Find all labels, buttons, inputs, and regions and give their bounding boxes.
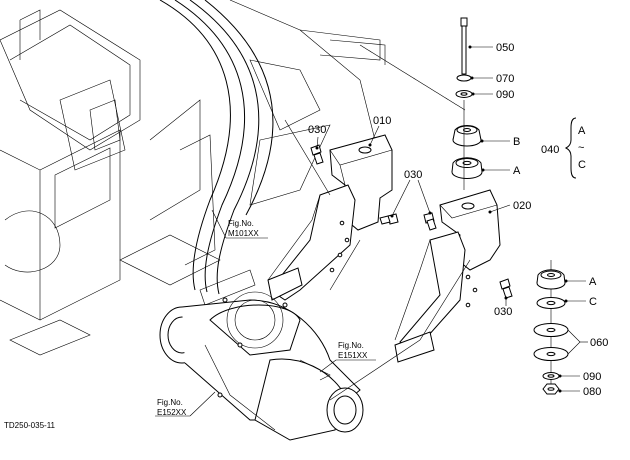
figref-e151-line1: Fig.No. bbox=[338, 341, 364, 350]
figref-m101-line2: M101XX bbox=[228, 229, 259, 238]
callout-030-left: 030 bbox=[308, 124, 326, 136]
washer-090-lower bbox=[542, 372, 560, 380]
callout-a-lower: A bbox=[589, 276, 597, 288]
callout-090-lower: 090 bbox=[583, 371, 601, 383]
bolt-030-right bbox=[499, 278, 513, 299]
callout-020: 020 bbox=[513, 200, 531, 212]
drawing-code: TD250-035-11 bbox=[4, 421, 56, 430]
callout-030-right: 030 bbox=[494, 306, 512, 318]
washer-070 bbox=[456, 74, 472, 82]
rubber-mount-a-top bbox=[451, 157, 483, 179]
rubber-mount-a-lower bbox=[536, 269, 566, 290]
figref-e152-line2: E152XX bbox=[157, 408, 187, 417]
rubber-mount-c bbox=[536, 297, 566, 309]
figref-m101-line1: Fig.No. bbox=[228, 219, 254, 228]
bolt-shank-050 bbox=[461, 25, 467, 75]
rubber-mount-b bbox=[452, 125, 482, 147]
callout-b-top: B bbox=[513, 136, 520, 148]
spacer-060 bbox=[533, 323, 569, 361]
nut-080 bbox=[542, 383, 560, 395]
bolt-030-mid bbox=[379, 213, 399, 225]
callout-080: 080 bbox=[583, 386, 601, 398]
group-letter-a: A bbox=[578, 125, 586, 137]
group-letter-tilde: ~ bbox=[578, 142, 584, 154]
figref-e152-line1: Fig.No. bbox=[157, 398, 183, 407]
callout-c-lower: C bbox=[589, 296, 597, 308]
callout-050: 050 bbox=[496, 42, 514, 54]
bracket-010 bbox=[267, 134, 393, 301]
bolt-head-050 bbox=[460, 17, 468, 27]
front-axle-housing bbox=[159, 291, 364, 441]
bolt-stack-top bbox=[455, 17, 473, 98]
callout-010: 010 bbox=[373, 115, 391, 127]
bracket-020 bbox=[394, 189, 501, 363]
group-letter-c: C bbox=[578, 159, 586, 171]
callout-030-mid: 030 bbox=[404, 169, 422, 181]
callout-090-top: 090 bbox=[496, 89, 514, 101]
callout-a-top: A bbox=[513, 165, 521, 177]
group-label-040: 040 bbox=[541, 144, 559, 156]
figref-e151-line2: E151XX bbox=[338, 351, 368, 360]
bolt-030-mid2 bbox=[423, 212, 437, 231]
tractor-frame-drawing bbox=[0, 0, 386, 356]
bolt-030-left bbox=[310, 144, 324, 165]
callout-070: 070 bbox=[496, 73, 514, 85]
callout-060: 060 bbox=[590, 337, 608, 349]
